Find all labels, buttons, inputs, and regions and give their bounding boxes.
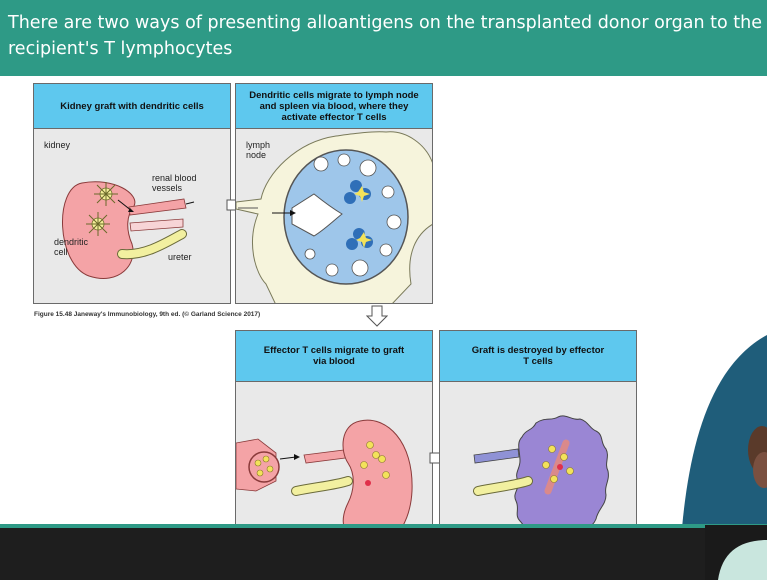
label-dendritic-cell: dendritic cell — [54, 237, 100, 257]
arrow-down — [366, 305, 388, 327]
figure-caption: Figure 15.48 Janeway's Immunobiology, 9t… — [34, 311, 260, 318]
slide-title-line-2: recipient's T lymphocytes — [8, 36, 767, 62]
lymph-node-illustration — [236, 84, 433, 304]
label-lymph-node: lymph node — [246, 140, 282, 160]
label-kidney: kidney — [44, 140, 70, 150]
label-renal-blood-vessels: renal blood vessels — [152, 173, 212, 193]
panel-lymph-node: Dendritic cells migrate to lymph node an… — [235, 83, 433, 304]
slide-title: There are two ways of presenting alloant… — [8, 10, 767, 62]
footer-bar — [0, 528, 767, 580]
label-ureter: ureter — [168, 252, 192, 262]
slide-title-line-1: There are two ways of presenting alloant… — [8, 10, 767, 36]
panel-kidney-graft: Kidney graft with dendritic cells kidney… — [33, 83, 231, 304]
title-banner: There are two ways of presenting alloant… — [0, 0, 767, 76]
kidney-graft-illustration — [34, 84, 231, 304]
